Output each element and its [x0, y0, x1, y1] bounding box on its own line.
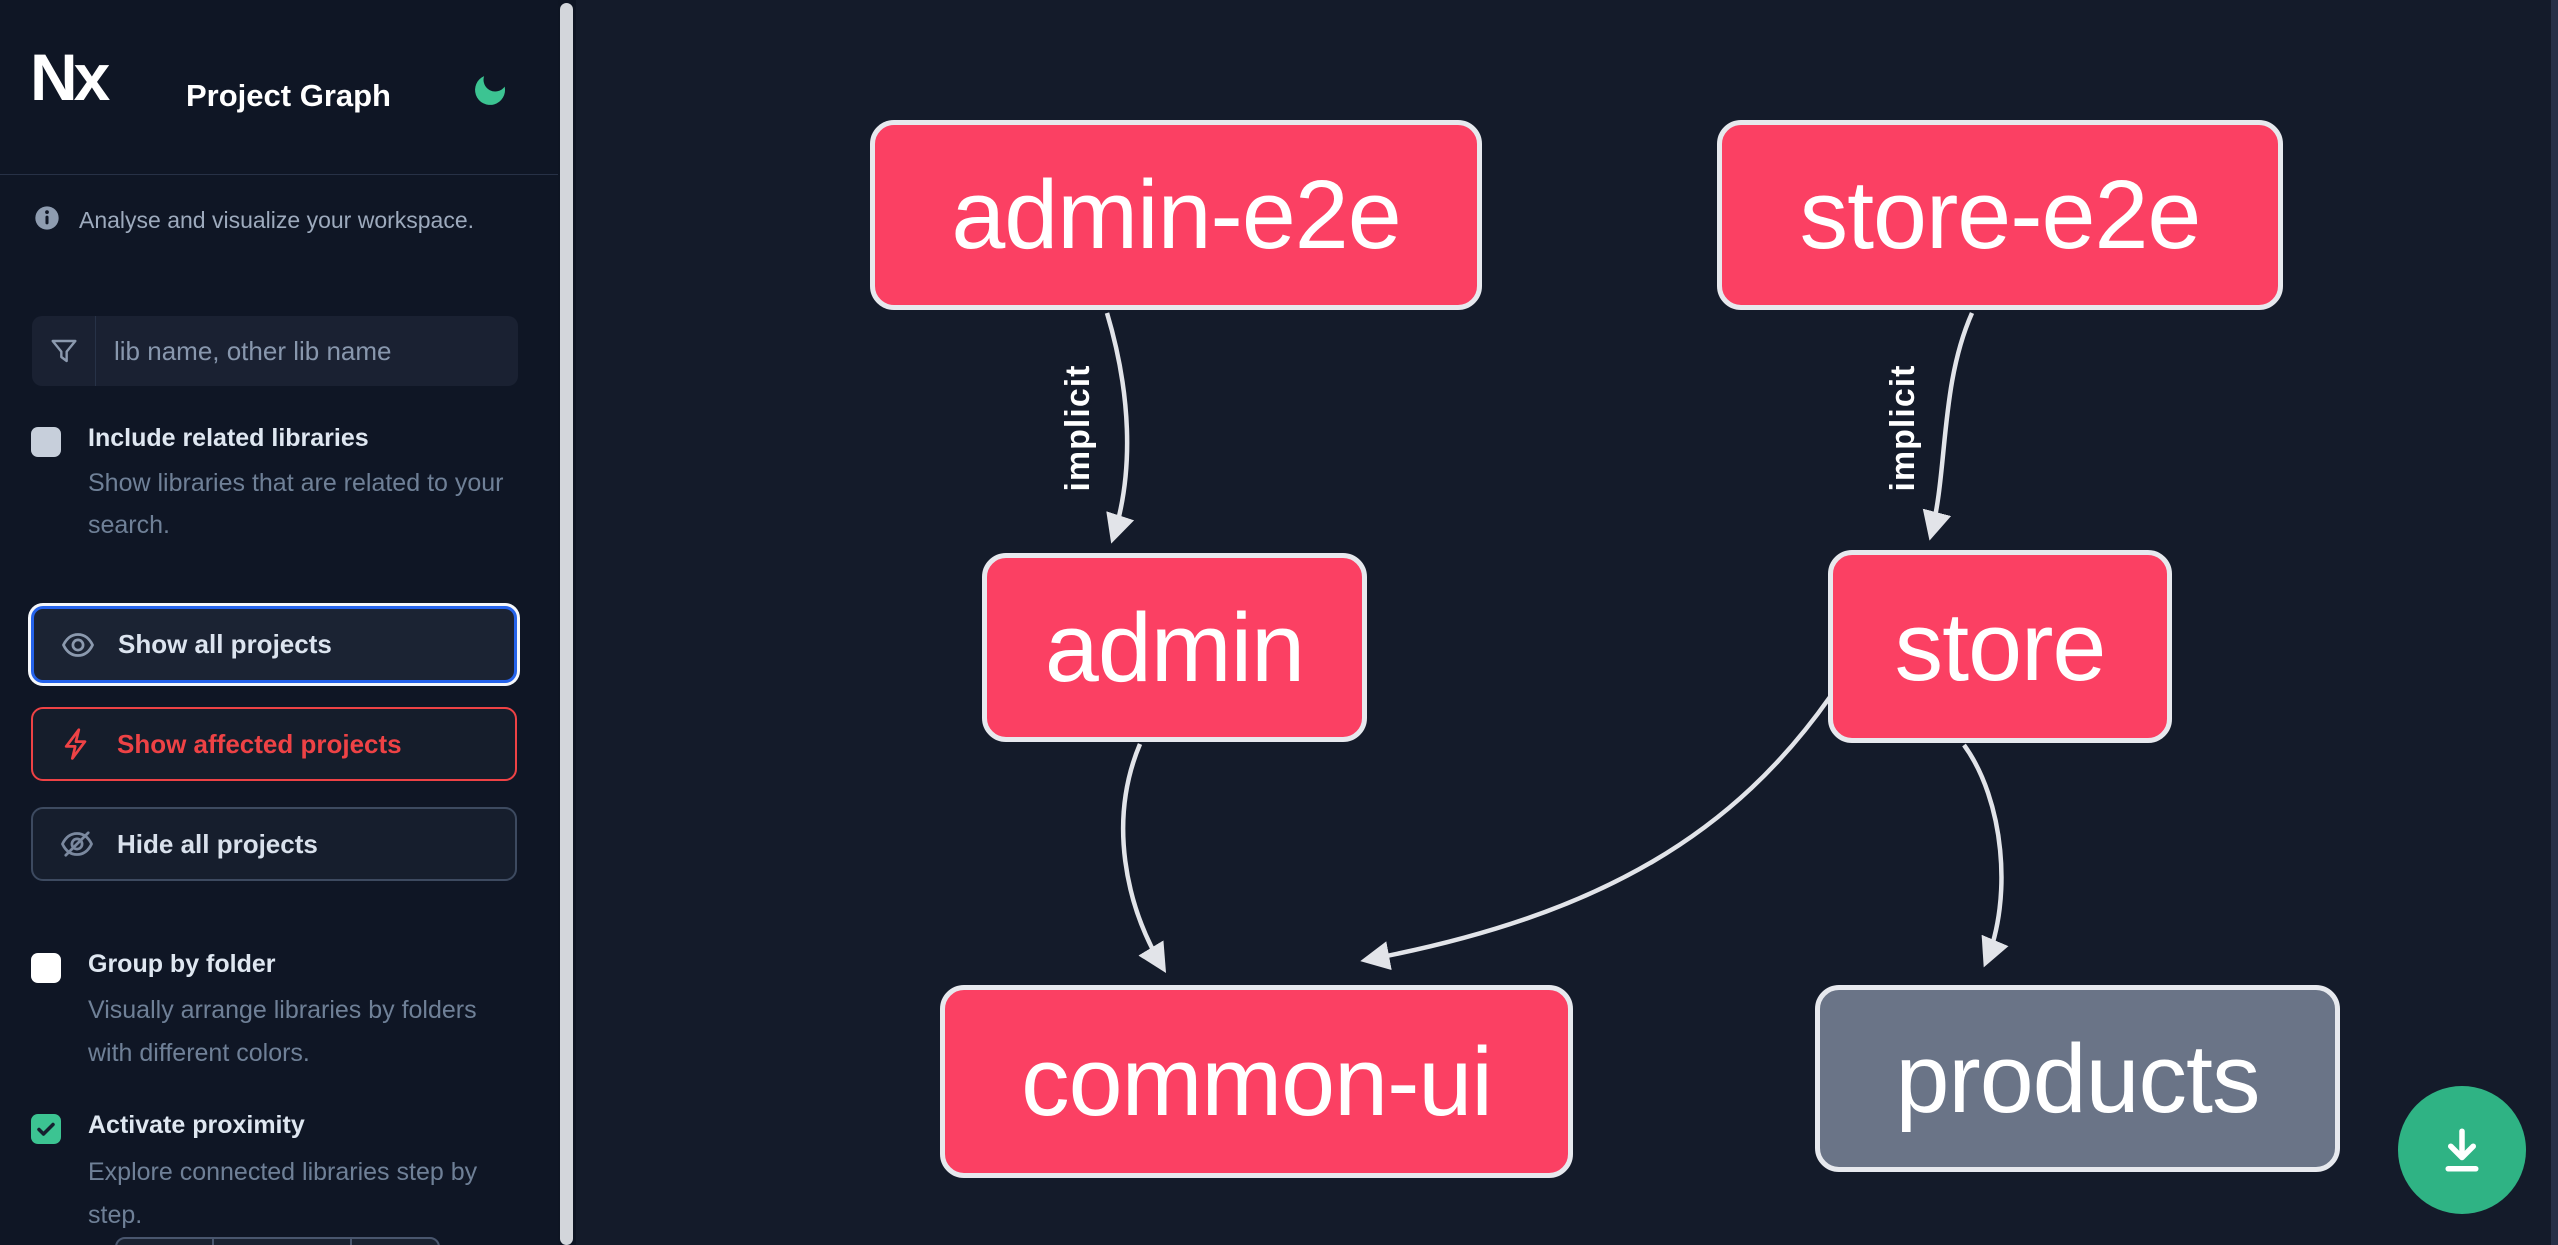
graph-node-common-ui[interactable]: common-ui [940, 985, 1573, 1178]
show-all-projects-label: Show all projects [118, 629, 332, 659]
dark-mode-moon-icon[interactable] [465, 65, 515, 115]
show-affected-projects-label: Show affected projects [117, 728, 402, 759]
checkbox-include-related-libraries[interactable] [31, 427, 61, 457]
project-graph-canvas[interactable]: implicit implicit admin-e2e store-e2e ad… [576, 0, 2558, 1245]
page-title: Project Graph [186, 78, 391, 113]
node-label: products [1895, 1023, 2260, 1133]
show-affected-projects-button[interactable]: Show affected projects [31, 707, 517, 781]
eye-slash-icon [59, 826, 95, 862]
node-label: store-e2e [1799, 160, 2202, 269]
segmented-control-segment[interactable] [352, 1239, 438, 1245]
segmented-control-segment[interactable] [117, 1239, 212, 1245]
checkmark-icon [37, 1122, 55, 1136]
nx-logo: Nx [30, 40, 110, 114]
download-image-button[interactable] [2398, 1086, 2526, 1214]
node-label: admin-e2e [951, 160, 1401, 269]
search-box [32, 316, 518, 386]
toggle-label-group-by-folder: Group by folder [88, 950, 276, 978]
toggle-desc-include-related: Show libraries that are related to your … [88, 469, 504, 539]
page-scrollbar[interactable] [2551, 0, 2558, 1245]
show-all-projects-button[interactable]: Show all projects [31, 606, 517, 683]
hide-all-projects-button[interactable]: Hide all projects [31, 807, 517, 881]
edge-store-e2e-to-store [1922, 312, 1975, 541]
graph-node-admin[interactable]: admin [982, 553, 1367, 742]
lightning-bolt-icon [59, 726, 95, 762]
graph-node-admin-e2e[interactable]: admin-e2e [870, 120, 1482, 310]
hide-all-projects-label: Hide all projects [117, 828, 318, 859]
filter-icon [32, 316, 96, 386]
edge-admin-to-common-ui [1120, 743, 1167, 974]
edge-store-to-common-ui [1360, 695, 1832, 971]
sidebar-scrollbar-track [558, 0, 576, 1245]
graph-node-products[interactable]: products [1815, 985, 2340, 1172]
node-label: common-ui [1021, 1026, 1493, 1136]
search-input[interactable] [96, 316, 518, 386]
proximity-depth-segmented-control [115, 1237, 440, 1245]
checkbox-group-by-folder[interactable] [31, 953, 61, 983]
graph-edges: implicit implicit [1055, 312, 2009, 974]
download-icon [2445, 1128, 2479, 1172]
toggle-desc-group-by-folder: Visually arrange libraries by folders wi… [88, 996, 477, 1067]
sidebar-scrollbar-thumb[interactable] [560, 3, 573, 1245]
tagline-text: Analyse and visualize your workspace. [79, 207, 475, 233]
edge-store-to-products [1962, 743, 2009, 968]
edge-label-implicit: implicit [1884, 364, 1922, 491]
sidebar-header: Nx Project Graph [0, 0, 558, 175]
sidebar: Nx Project Graph Analyse and visualize y… [0, 0, 558, 1245]
edge-label-implicit: implicit [1059, 364, 1097, 491]
edge-admin-e2e-to-admin [1104, 312, 1135, 544]
segmented-control-segment[interactable] [212, 1239, 352, 1245]
node-label: store [1894, 591, 2107, 701]
info-icon [33, 204, 61, 232]
graph-node-store-e2e[interactable]: store-e2e [1717, 120, 2283, 310]
checkbox-activate-proximity[interactable] [31, 1114, 61, 1144]
toggle-desc-activate-proximity: Explore connected libraries step by step… [88, 1158, 478, 1229]
toggle-label-include-related: Include related libraries [88, 424, 369, 452]
toggle-label-activate-proximity: Activate proximity [88, 1111, 305, 1139]
node-label: admin [1044, 592, 1305, 702]
eye-icon [60, 627, 96, 663]
graph-node-store[interactable]: store [1828, 550, 2172, 743]
